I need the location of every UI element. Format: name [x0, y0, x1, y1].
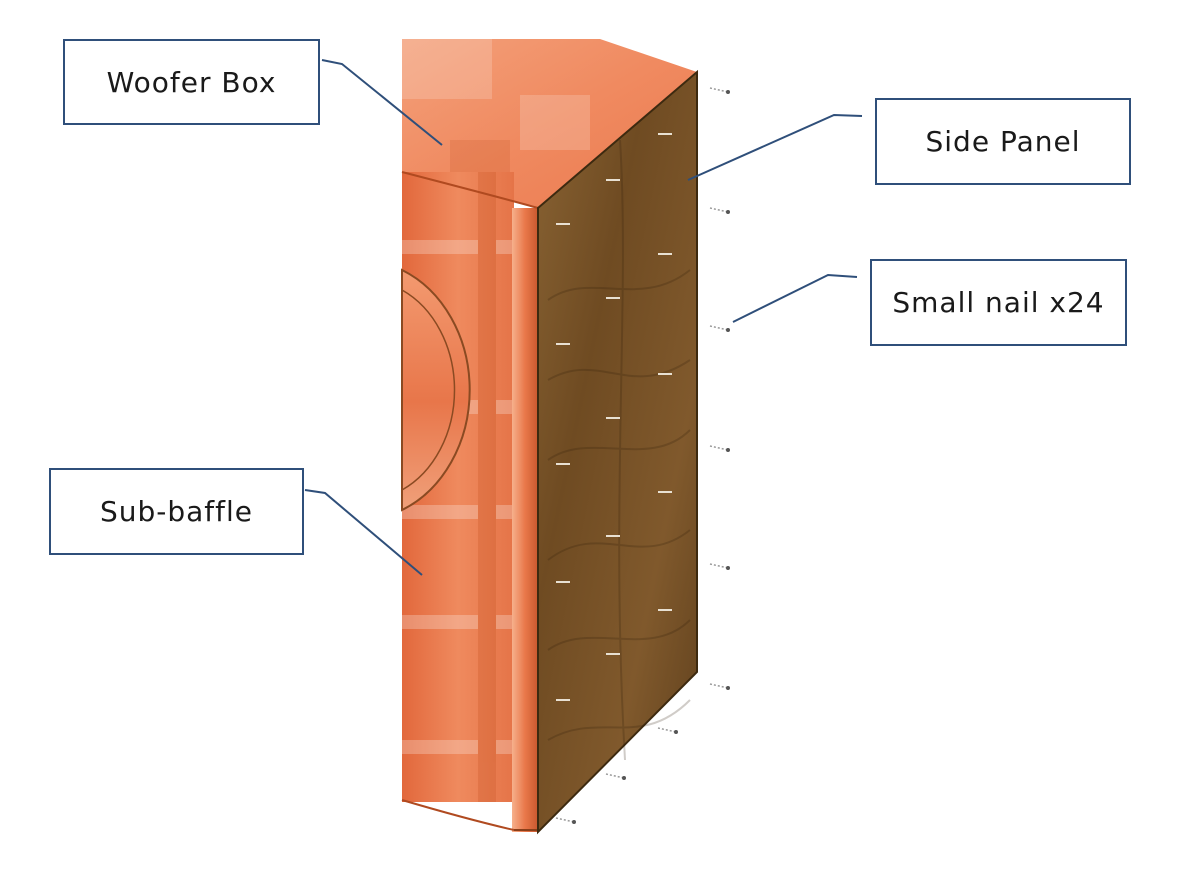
woofer-box-edge [512, 208, 538, 832]
label-sub-baffle: Sub-baffle [99, 495, 254, 528]
leader-side-panel [687, 113, 863, 181]
label-small-nail: Small nail x24 [892, 286, 1105, 319]
small-nails [555, 87, 729, 823]
leader-lines [304, 59, 863, 576]
callout-woofer-box: Woofer Box [63, 39, 320, 125]
side-panel-body [537, 69, 698, 835]
label-woofer-box: Woofer Box [106, 65, 277, 99]
front-face-tiles [402, 172, 514, 802]
leader-sub-baffle [304, 489, 423, 576]
callout-sub-baffle: Sub-baffle [49, 468, 304, 555]
nail-marks-on-panel [556, 133, 672, 701]
label-side-panel: Side Panel [925, 125, 1081, 158]
callout-small-nail: Small nail x24 [870, 259, 1127, 346]
callout-side-panel: Side Panel [875, 98, 1131, 185]
small-nail-heads [572, 90, 730, 824]
leader-woofer-box [321, 59, 443, 146]
woofer-box-body [401, 39, 697, 832]
leader-small-nail [732, 273, 858, 323]
wood-grain [547, 139, 691, 761]
woofer-opening [401, 268, 471, 512]
side-panel-face [537, 69, 698, 835]
woofer-box-top-face [402, 39, 697, 208]
